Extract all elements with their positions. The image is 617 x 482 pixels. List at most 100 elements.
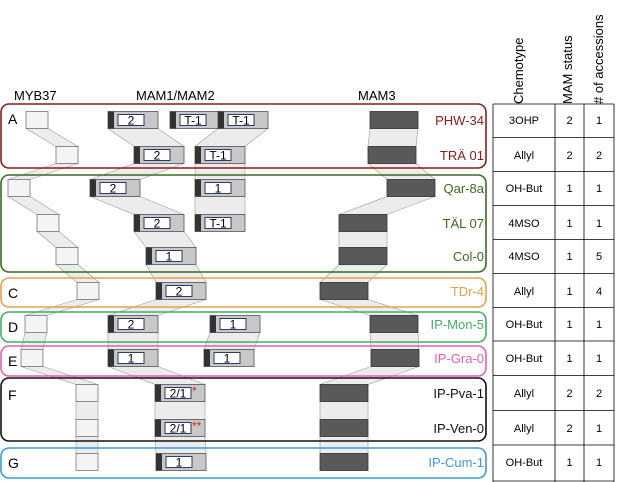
mam-copy: 1 bbox=[145, 247, 197, 265]
table-cell-mam-status: 2 bbox=[566, 423, 572, 435]
header-chemotype: Chemotype bbox=[511, 38, 526, 104]
mam3-gene bbox=[319, 419, 369, 437]
copy-number-box bbox=[204, 182, 232, 194]
copy-number-box bbox=[165, 456, 193, 468]
copy-number-box bbox=[99, 182, 127, 194]
synteny-link bbox=[55, 264, 100, 283]
accession-name: IP-Cum-1 bbox=[428, 455, 484, 470]
myb37-gene bbox=[76, 282, 100, 300]
mam-copy: 2 bbox=[107, 111, 159, 129]
synteny-link bbox=[194, 196, 246, 215]
table-cell-chemotype: 4MSO bbox=[508, 218, 540, 230]
group-box-a bbox=[0, 103, 487, 169]
synteny-link bbox=[194, 163, 246, 180]
mam-gene-start bbox=[155, 419, 161, 437]
group-letter-f: F bbox=[8, 387, 17, 403]
table-cell-chemotype: OH-But bbox=[506, 183, 543, 195]
group-boxes: ABCDEFG bbox=[0, 103, 487, 479]
mam-copy: 1 bbox=[209, 315, 261, 333]
synteny-link bbox=[89, 163, 185, 180]
table-cell-chemotype: 4MSO bbox=[508, 251, 540, 263]
header-mam-status: MAM status bbox=[560, 35, 575, 104]
mam-copy: 2 bbox=[133, 146, 185, 164]
myb37-gene bbox=[55, 247, 79, 265]
mam-copy: 1 bbox=[107, 349, 159, 367]
copy-number-box bbox=[164, 422, 192, 434]
copy-number-box bbox=[143, 217, 171, 229]
mam-gene-start bbox=[90, 179, 96, 197]
table-cell-count: 1 bbox=[596, 115, 602, 127]
copy-number-box bbox=[155, 250, 183, 262]
synteny-link bbox=[75, 401, 99, 420]
accession-name: IP-Pva-1 bbox=[433, 386, 484, 401]
copy-number-label: 1 bbox=[230, 318, 237, 332]
copy-number-label: T-1 bbox=[184, 114, 202, 128]
table-cell-mam-status: 2 bbox=[566, 388, 572, 400]
synteny-link bbox=[89, 196, 185, 215]
synteny-link bbox=[36, 231, 79, 248]
chemotype-table: Chemotype MAM status # of accessions 3OH… bbox=[492, 14, 615, 482]
mam3-gene bbox=[367, 146, 417, 164]
table-cell-mam-status: 2 bbox=[566, 150, 572, 162]
mam-gene-start bbox=[156, 282, 162, 300]
table-cell-chemotype: Allyl bbox=[514, 286, 534, 298]
myb37-gene bbox=[55, 146, 79, 164]
mam-gene-start bbox=[108, 315, 114, 333]
annotation-star: ** bbox=[192, 419, 202, 433]
synteny-link bbox=[6, 196, 61, 215]
table-cell-count: 1 bbox=[596, 183, 602, 195]
table-cell-chemotype: Allyl bbox=[514, 423, 534, 435]
accession-name: Qar-8a bbox=[444, 181, 485, 196]
accession-row: 1 IP-Cum-1 bbox=[75, 453, 484, 471]
copy-number-box bbox=[179, 114, 207, 126]
table-cell-count: 1 bbox=[596, 218, 602, 230]
header-accessions: # of accessions bbox=[591, 14, 606, 104]
group-letter-a: A bbox=[8, 111, 18, 127]
table-cell-count: 2 bbox=[596, 150, 602, 162]
copy-number-label: 2 bbox=[154, 217, 161, 231]
table-cell-chemotype: Allyl bbox=[514, 150, 534, 162]
mam-gene-start bbox=[134, 146, 140, 164]
mam-copy: 2 bbox=[133, 214, 185, 232]
synteny-links bbox=[6, 128, 436, 454]
mam-copy: 1 bbox=[155, 453, 207, 471]
synteny-link bbox=[367, 128, 419, 147]
group-letter-g: G bbox=[8, 455, 19, 471]
myb37-gene bbox=[75, 419, 99, 437]
table-cell-mam-status: 1 bbox=[566, 457, 572, 469]
copy-number-box bbox=[204, 149, 232, 161]
mam-copy: 1 bbox=[203, 349, 255, 367]
synteny-link bbox=[154, 436, 207, 454]
header-myb37: MYB37 bbox=[14, 88, 57, 103]
mam-gene-start bbox=[195, 214, 201, 232]
accession-name: Col-0 bbox=[453, 249, 484, 264]
group-box-c bbox=[0, 277, 487, 308]
copy-number-label: 2 bbox=[128, 318, 135, 332]
mam-gene-start bbox=[210, 315, 216, 333]
copy-number-label: 1 bbox=[128, 352, 135, 366]
mam-copy: 2/1** bbox=[154, 419, 206, 437]
synteny-link bbox=[319, 264, 388, 283]
copy-number-box bbox=[213, 352, 241, 364]
table-cell-count: 2 bbox=[596, 388, 602, 400]
synteny-link bbox=[133, 231, 197, 248]
copy-number-label: 2/1 bbox=[170, 387, 187, 401]
synteny-link bbox=[369, 332, 420, 350]
table-cell-count: 1 bbox=[596, 457, 602, 469]
synteny-link bbox=[367, 163, 436, 180]
accession-name: PHW-34 bbox=[435, 113, 484, 128]
mam-gene-start bbox=[204, 349, 210, 367]
mam-gene-start bbox=[146, 247, 152, 265]
table-cell-mam-status: 1 bbox=[566, 286, 572, 298]
mam3-gene bbox=[386, 179, 436, 197]
mam-gene-start bbox=[134, 214, 140, 232]
annotation-star: * bbox=[192, 384, 197, 398]
accession-row: 1 Col-0 bbox=[55, 247, 484, 265]
synteny-link bbox=[7, 163, 79, 180]
mam-gene-start bbox=[195, 179, 201, 197]
